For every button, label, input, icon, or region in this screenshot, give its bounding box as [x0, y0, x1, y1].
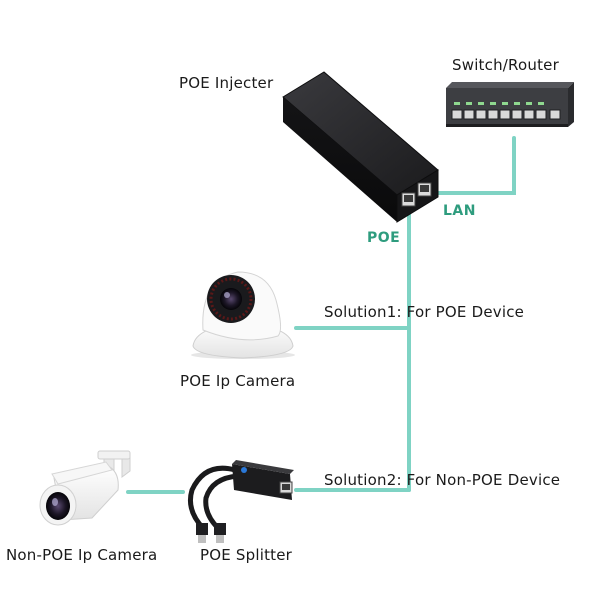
splitter-label: POE Splitter — [200, 546, 293, 564]
solution1-label: Solution1: For POE Device — [324, 303, 525, 321]
switch-ports — [451, 109, 561, 120]
poe-camera-label: POE Ip Camera — [180, 372, 296, 390]
poe-splitter — [187, 460, 294, 543]
switch-leds — [454, 102, 544, 105]
poe-injector-label: POE Injecter — [179, 74, 274, 92]
solution2-label: Solution2: For Non-POE Device — [324, 471, 561, 489]
lan-label: LAN — [443, 203, 476, 219]
non-poe-camera-label: Non-POE Ip Camera — [6, 546, 158, 564]
poe-dome-camera — [191, 271, 295, 359]
cables — [126, 136, 516, 494]
switch-router-label: Switch/Router — [452, 56, 559, 74]
lan-cable — [426, 136, 516, 195]
poe-injector — [282, 71, 439, 223]
poe-label: POE — [367, 230, 401, 246]
bullet-camera-lens-icon — [46, 492, 70, 520]
switch-router — [446, 82, 574, 127]
dome-camera-lens-icon — [220, 288, 242, 310]
bullet-camera — [39, 450, 131, 526]
